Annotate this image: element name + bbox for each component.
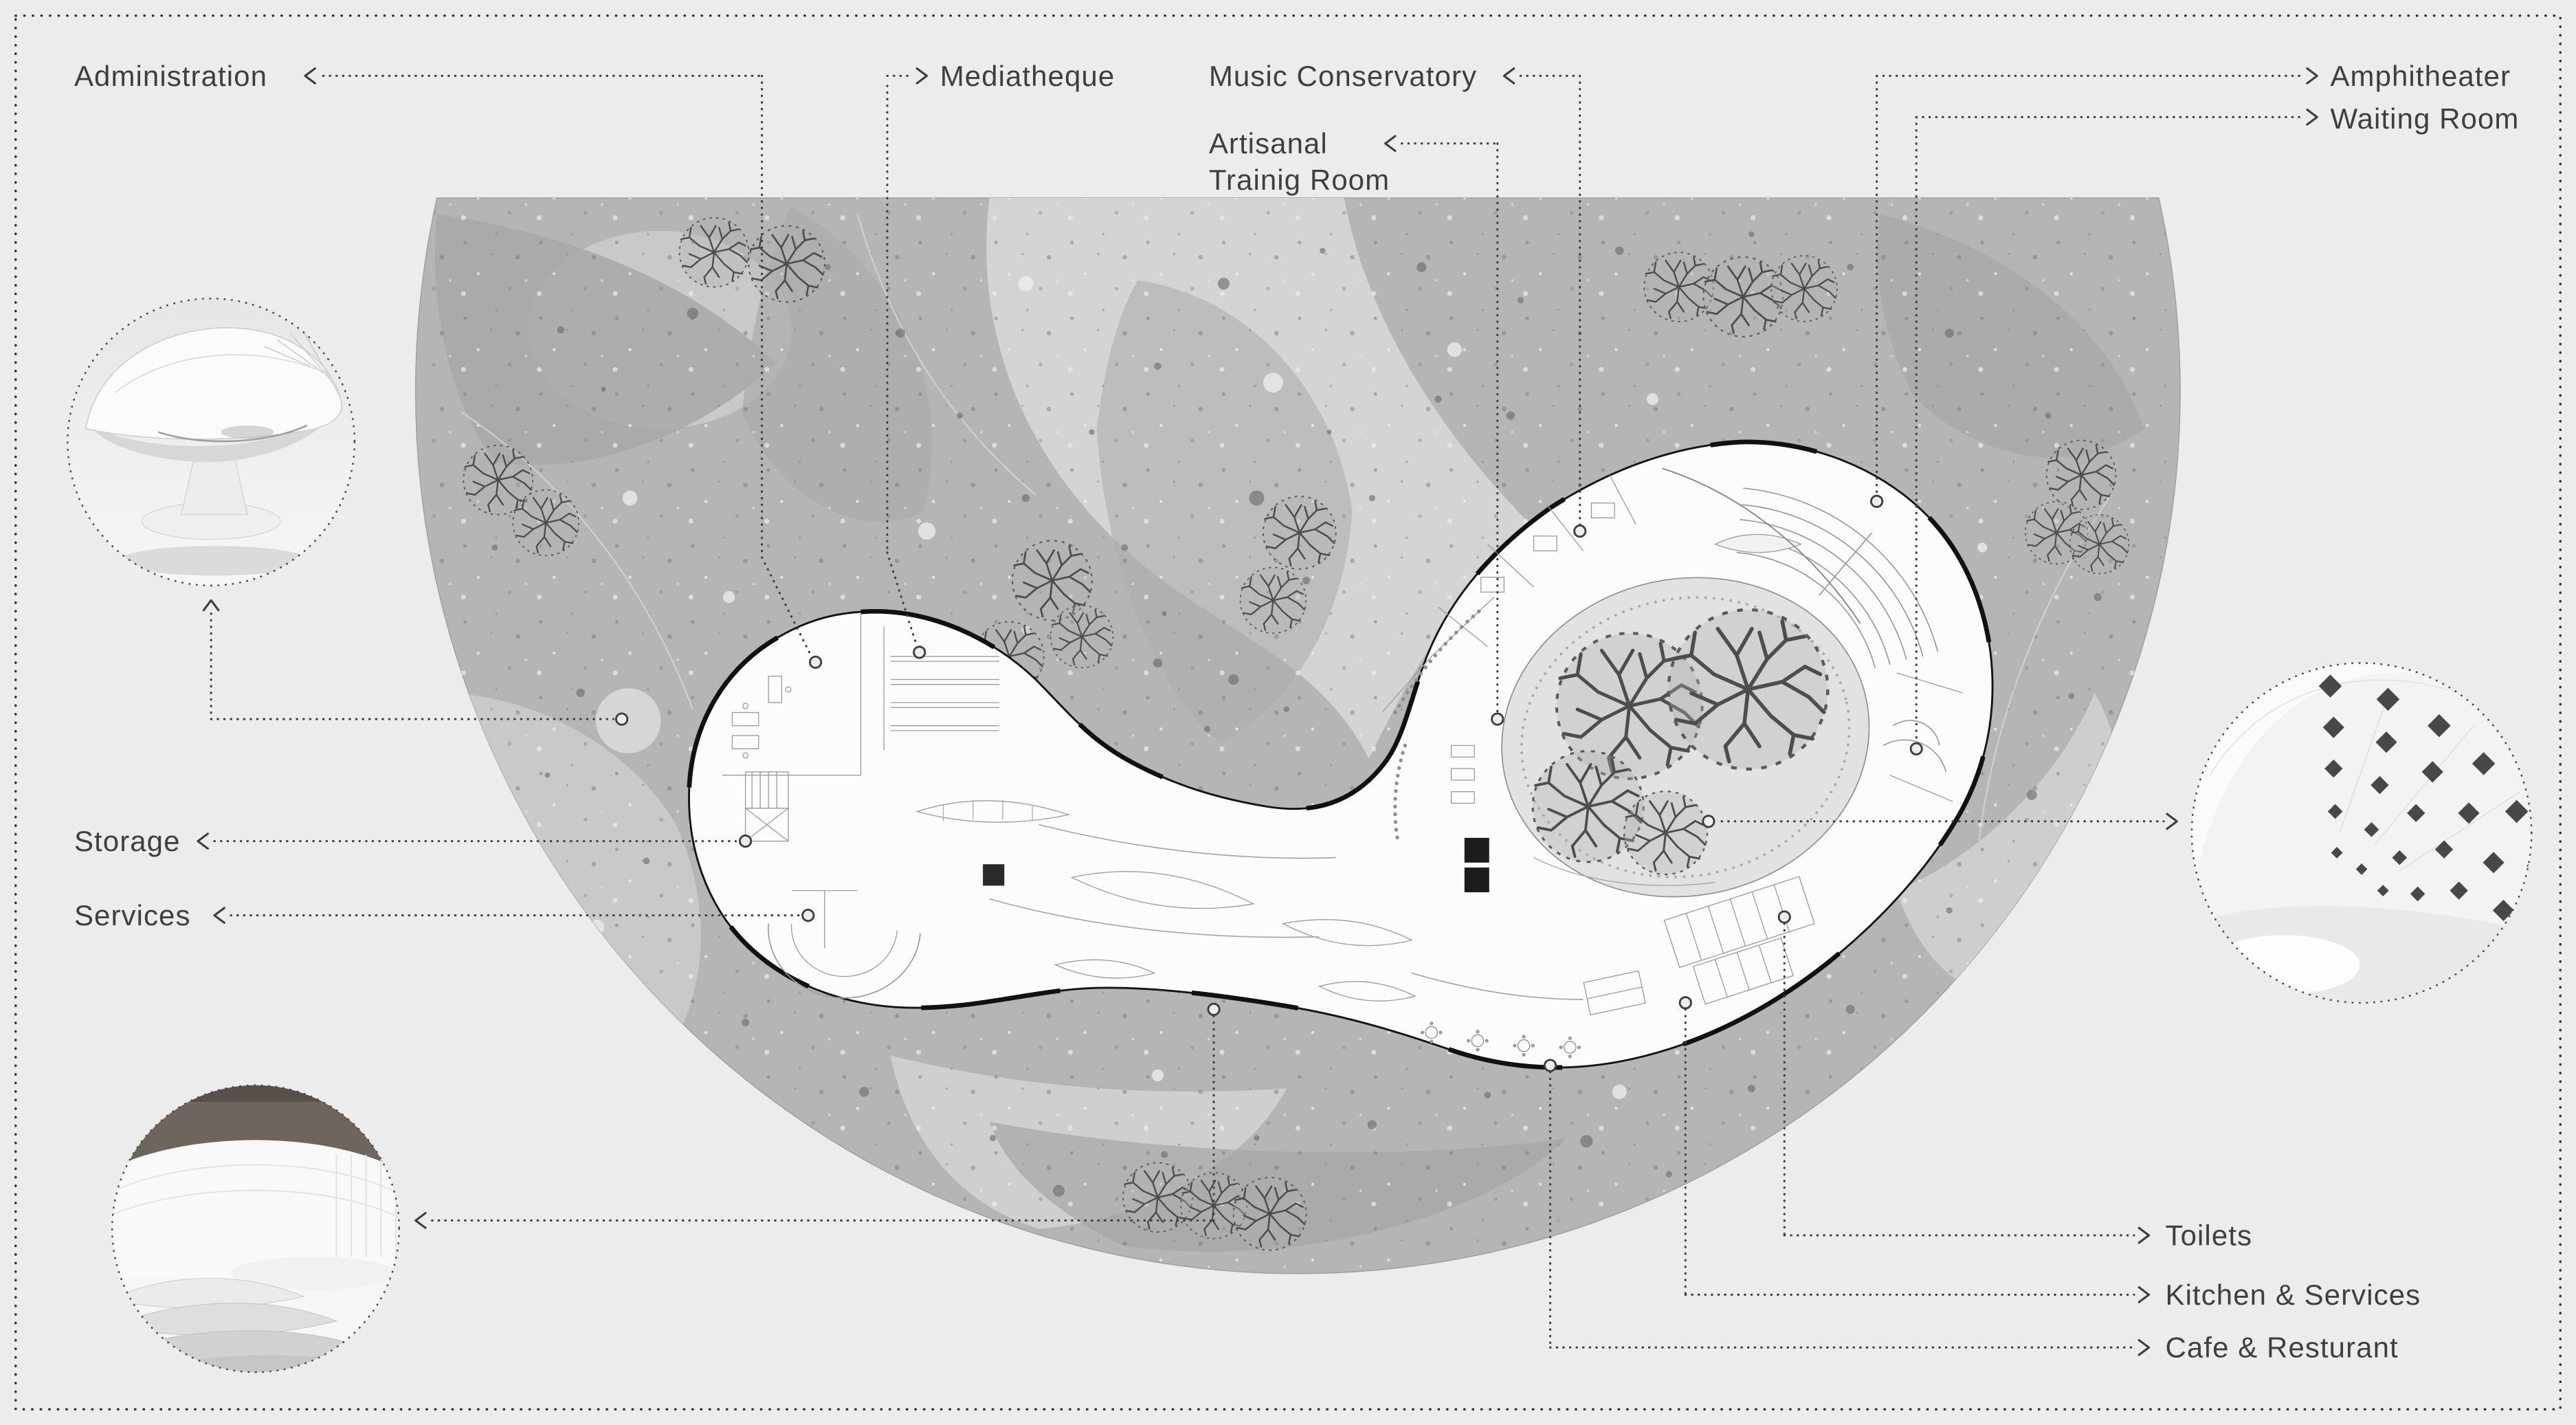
administration-leader <box>322 74 813 658</box>
leader-arrowheads <box>197 67 2318 1356</box>
waiting-room-arrow <box>2306 108 2318 126</box>
mediatheque-arrow <box>915 67 929 85</box>
terraces-render-arrow <box>414 1212 427 1229</box>
artisanal-leader <box>1401 142 1499 714</box>
leader-markers <box>615 494 1923 1072</box>
amphitheater-leader <box>1876 74 2304 496</box>
kitchen-marker <box>1678 996 1692 1010</box>
labels: Administration Mediatheque Music Conserv… <box>74 60 2519 1364</box>
building-interior <box>722 467 1963 1059</box>
exterior-render-marker <box>615 712 629 726</box>
kitchen-arrow <box>2138 1286 2151 1303</box>
toilets-leader <box>1783 923 2135 1237</box>
label-mediatheque: Mediatheque <box>940 60 1115 92</box>
music-conservatory-leader <box>1519 74 1581 526</box>
courtyard <box>1501 577 1870 898</box>
inset-terraces-render <box>111 1084 400 1373</box>
toilets-arrow <box>2138 1226 2151 1244</box>
label-amphitheater: Amphitheater <box>2330 60 2511 92</box>
amphitheater-marker <box>1870 494 1884 508</box>
label-toilets: Toilets <box>2166 1219 2253 1251</box>
waiting-room-leader <box>1915 115 2304 744</box>
administration-arrow <box>304 67 316 85</box>
terraces-render-marker <box>1207 1002 1221 1016</box>
music-conservatory-arrow <box>1502 67 1515 85</box>
page-dotted-border <box>14 14 2562 1411</box>
administration-marker <box>808 655 823 669</box>
amphitheater-arrow <box>2306 67 2318 85</box>
cafe-marker <box>1543 1059 1557 1072</box>
exterior-render-arrow <box>202 599 220 612</box>
label-cafe-restaurant: Cafe & Resturant <box>2166 1332 2399 1364</box>
artisanal-arrow <box>1384 135 1397 153</box>
leader-lines <box>210 74 2304 1349</box>
kitchen-leader <box>1684 1008 2135 1296</box>
waiting-room-marker <box>1909 742 1923 755</box>
label-kitchen-services: Kitchen & Services <box>2166 1279 2421 1311</box>
storage-marker <box>738 835 753 848</box>
music-conservatory-marker <box>1573 524 1587 538</box>
services-marker <box>801 909 815 923</box>
storage-arrow <box>197 832 209 850</box>
label-artisanal-line2: Trainig Room <box>1209 164 1390 196</box>
label-artisanal-line1: Artisanal <box>1209 127 1328 159</box>
label-services: Services <box>74 899 191 931</box>
exterior-render-leader <box>210 612 615 720</box>
mediatheque-marker <box>913 645 926 659</box>
inset-exterior-render <box>67 297 356 587</box>
label-music-conservatory: Music Conservatory <box>1209 60 1477 92</box>
building-heavy-walls <box>687 439 1995 1070</box>
terraces-render-leader <box>431 1015 1215 1222</box>
inset-terraces-ring <box>111 1084 400 1373</box>
site-speckles-dark <box>491 231 2102 1197</box>
skylight-render-arrow <box>2166 813 2178 830</box>
inset-skylight-ring <box>2190 662 2533 1004</box>
inset-exterior-ring <box>67 297 356 587</box>
label-administration: Administration <box>74 60 267 92</box>
label-storage: Storage <box>74 825 181 857</box>
cafe-leader <box>1548 1070 2135 1349</box>
label-waiting-room: Waiting Room <box>2330 102 2519 135</box>
artisanal-marker <box>1491 712 1504 726</box>
services-arrow <box>213 907 225 924</box>
skylight-render-marker <box>1702 815 1716 828</box>
site-plan <box>415 197 2181 1274</box>
cafe-arrow <box>2138 1338 2151 1356</box>
mediatheque-leader <box>886 74 918 648</box>
toilets-marker <box>1777 910 1791 924</box>
inset-skylight-render <box>2190 662 2533 1004</box>
